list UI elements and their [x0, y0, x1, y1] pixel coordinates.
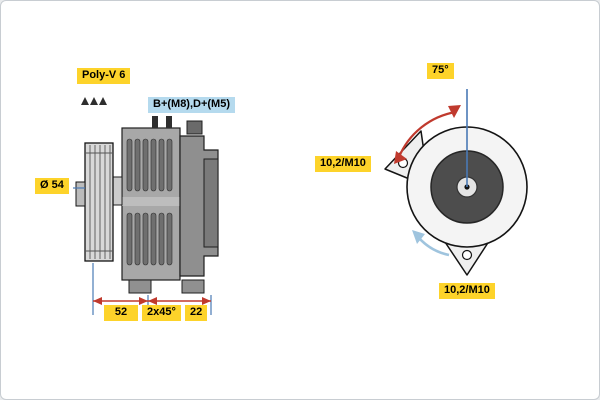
regulator	[186, 120, 203, 135]
pulley-diameter-label: Ø 54	[35, 178, 69, 194]
dimension-22-label: 22	[185, 305, 208, 321]
dimension-52-label: 52	[104, 305, 138, 321]
belt-profile-icon	[81, 97, 107, 105]
alternator-front-view	[384, 126, 528, 276]
angle-arc	[397, 110, 457, 158]
alternator-side-view	[75, 116, 219, 294]
pulley-type-label: Poly-V 6	[77, 68, 131, 84]
hole-left-label: 10,2/M10	[315, 156, 371, 172]
hole-bottom-label: 10,2/M10	[439, 283, 495, 299]
terminal-stud-b-plus	[152, 116, 158, 128]
mounting-hole-bottom	[461, 249, 473, 261]
mount-angle-label: 75°	[427, 63, 454, 79]
dimension-chamfer-label: 2x45°	[142, 305, 181, 321]
pulley	[75, 142, 114, 262]
terminals-label: B+(M8),D+(M5)	[148, 97, 236, 113]
terminal-stud-d-plus	[166, 116, 172, 128]
front-annotations	[394, 89, 468, 257]
